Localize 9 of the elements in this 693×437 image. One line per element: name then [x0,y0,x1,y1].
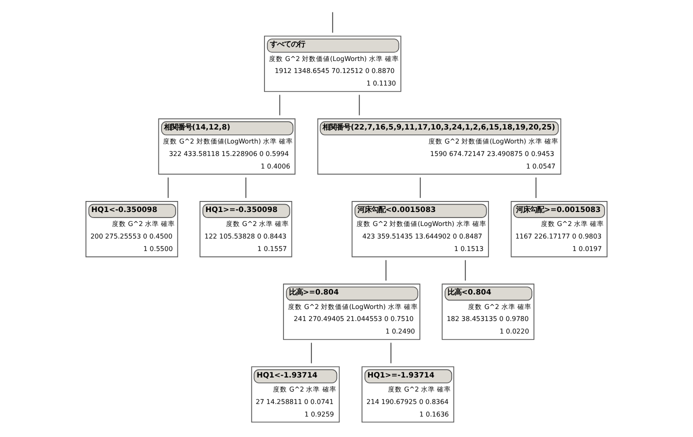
connector [390,342,392,364]
connector [420,177,421,198]
connector [279,94,280,116]
connector [358,94,360,116]
connector [168,177,169,198]
connector [464,260,466,282]
connector [310,342,312,364]
connector [332,12,334,34]
connector [245,177,246,198]
